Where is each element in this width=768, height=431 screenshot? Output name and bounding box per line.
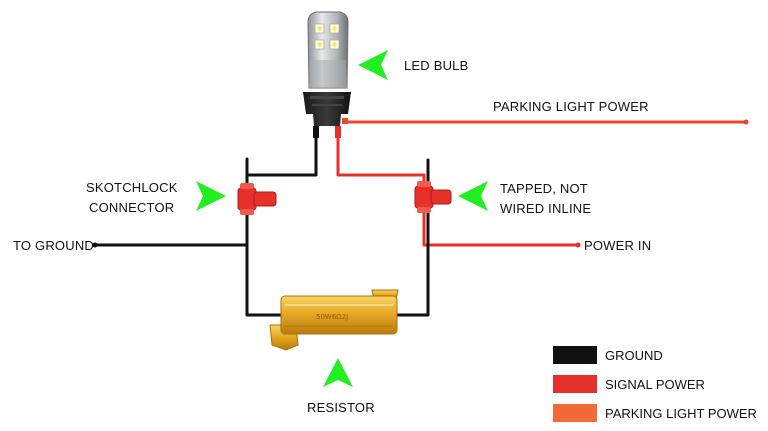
skotchlock-label-line1: SKOTCHLOCK	[86, 180, 178, 195]
right-scotchlok-connector-icon	[414, 181, 452, 213]
tapped-label-line1: TAPPED, NOT	[500, 181, 588, 196]
ground-wire-end	[92, 242, 98, 248]
legend-label-signal: SIGNAL POWER	[605, 377, 705, 392]
led-bulb-icon	[303, 11, 351, 138]
legend-swatch-ground	[553, 346, 597, 364]
led-bulb-label: LED BULB	[404, 58, 468, 73]
legend-swatch-signal	[553, 375, 597, 393]
power-in-wire-end	[575, 242, 581, 248]
legend: GROUND SIGNAL POWER PARKING LIGHT POWER	[553, 346, 757, 422]
tapped-label-line2: WIRED INLINE	[500, 201, 591, 216]
resistor-arrow-icon	[323, 358, 353, 387]
legend-label-parking: PARKING LIGHT POWER	[605, 406, 757, 421]
arrows	[196, 50, 488, 387]
legend-swatch-parking	[553, 404, 597, 422]
bulb-signal-wire	[336, 134, 426, 177]
skotchlock-arrow-icon	[196, 181, 226, 211]
tapped-arrow-icon	[458, 181, 488, 211]
power-in-label: POWER IN	[584, 238, 651, 253]
led-bulb-arrow-icon	[358, 50, 388, 80]
left-scotchlok-connector-icon	[237, 183, 277, 215]
bulb-ground-wire	[245, 134, 318, 177]
skotchlock-label-line2: CONNECTOR	[89, 200, 174, 215]
parking-light-power-label: PARKING LIGHT POWER	[493, 99, 649, 114]
wires	[92, 119, 749, 317]
resistor-icon: 50W6Ω2J	[269, 289, 399, 351]
legend-label-ground: GROUND	[605, 348, 663, 363]
to-ground-label: TO GROUND	[13, 238, 94, 253]
ground-trunk-wire	[245, 173, 284, 317]
resistor-marking: 50W6Ω2J	[316, 313, 348, 321]
resistor-label: RESISTOR	[307, 400, 375, 415]
parking-wire-end	[743, 119, 749, 125]
